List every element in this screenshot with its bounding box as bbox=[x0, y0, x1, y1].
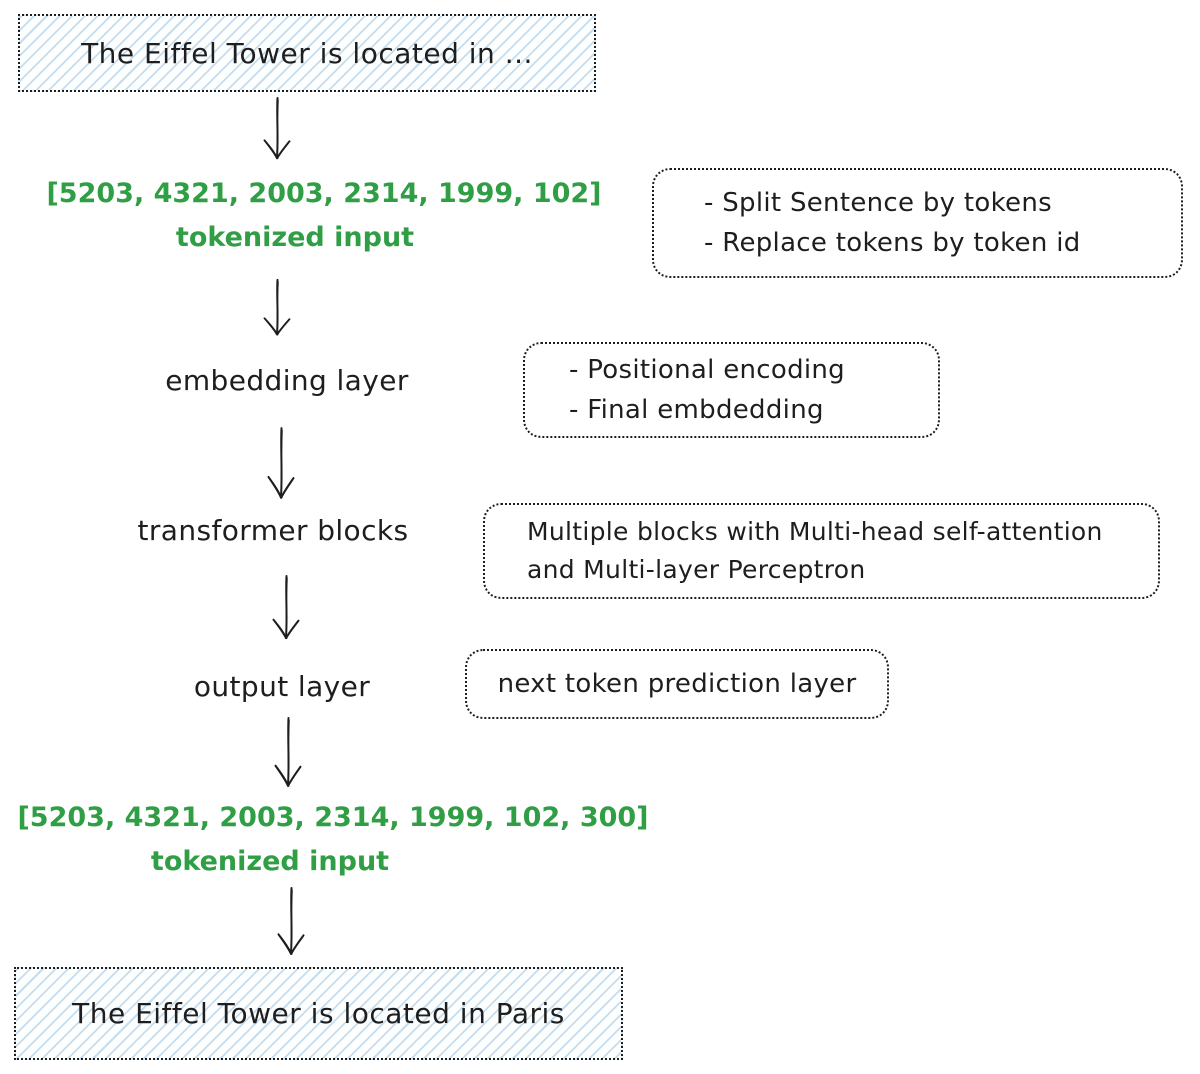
output-layer-node: output layer bbox=[193, 670, 371, 703]
embedding-note-line: - Positional encoding bbox=[569, 355, 845, 385]
tokenizer-note-line: - Split Sentence by tokens bbox=[704, 188, 1052, 218]
output-sentence-text: The Eiffel Tower is located in Paris bbox=[72, 997, 565, 1030]
arrow-down-icon bbox=[263, 278, 291, 336]
output-note-text: next token prediction layer bbox=[497, 669, 857, 699]
arrow-down-icon bbox=[277, 887, 305, 956]
tokenized-input-values: [5203, 4321, 2003, 2314, 1999, 102] bbox=[46, 178, 602, 209]
tokenized-output-caption: tokenized input bbox=[150, 846, 390, 877]
transformer-note-line: Multiple blocks with Multi-head self-att… bbox=[527, 517, 1103, 546]
embedding-layer-node: embedding layer bbox=[165, 364, 409, 397]
input-sentence-text: The Eiffel Tower is located in ... bbox=[81, 36, 533, 70]
transformer-note: Multiple blocks with Multi-head self-att… bbox=[483, 503, 1160, 599]
arrow-down-icon bbox=[263, 96, 291, 160]
embedding-note-line: - Final embdedding bbox=[569, 395, 824, 425]
output-layer-note: next token prediction layer bbox=[465, 649, 889, 719]
tokenizer-note-line: - Replace tokens by token id bbox=[704, 228, 1081, 258]
output-sentence-box: The Eiffel Tower is located in Paris bbox=[14, 967, 623, 1060]
embedding-note: - Positional encoding - Final embdedding bbox=[523, 342, 940, 438]
tokenized-input-caption: tokenized input bbox=[175, 222, 415, 253]
transformer-blocks-node: transformer blocks bbox=[137, 514, 409, 547]
tokenized-output-values: [5203, 4321, 2003, 2314, 1999, 102, 300] bbox=[17, 802, 649, 833]
arrow-down-icon bbox=[267, 427, 295, 500]
transformer-note-line: and Multi-layer Perceptron bbox=[527, 555, 866, 584]
input-sentence-box: The Eiffel Tower is located in ... bbox=[18, 14, 596, 92]
arrow-down-icon bbox=[272, 574, 300, 640]
arrow-down-icon bbox=[274, 717, 302, 788]
tokenizer-note: - Split Sentence by tokens - Replace tok… bbox=[652, 168, 1183, 278]
